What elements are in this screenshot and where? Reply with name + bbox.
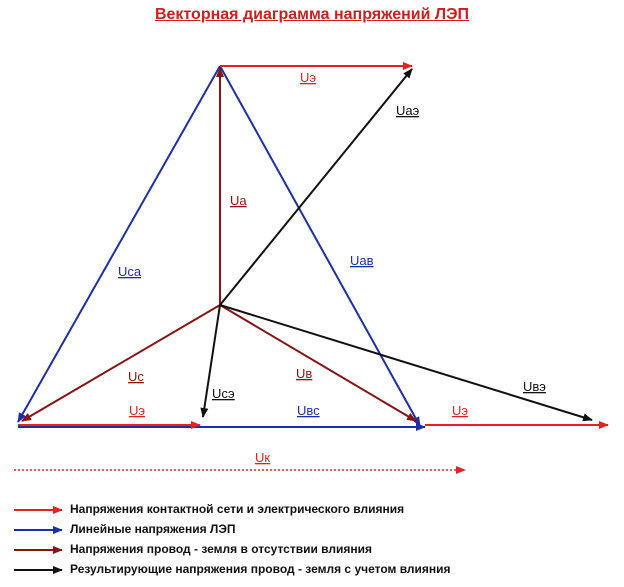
legend-label: Напряжения контактной сети и электрическ…: [70, 502, 405, 516]
label-ue-bottom-right: Uэ: [452, 403, 468, 418]
vector-diagram: Uэ Uаэ Uа Uса Uав Uс Uв Uсэ Uвэ Uэ Uвс U…: [14, 62, 609, 474]
label-ue-bottom-left: Uэ: [129, 403, 145, 418]
vector-uae: [219, 68, 413, 306]
label-uce: Uсэ: [212, 386, 235, 401]
label-ue-top: Uэ: [300, 70, 316, 85]
legend-arrow-darkred-icon: [14, 546, 63, 554]
label-uc: Uс: [128, 369, 144, 384]
vector-uab: [219, 65, 421, 427]
legend-arrow-black-icon: [14, 566, 63, 574]
legend-label: Результирующие напряжения провод - земля…: [70, 562, 451, 576]
legend-arrow-red-icon: [14, 506, 63, 514]
vector-uc: [21, 304, 221, 422]
legend-label: Напряжения провод - земля в отсутствии в…: [70, 542, 373, 556]
vector-uce: [200, 304, 221, 418]
legend-label: Линейные напряжения ЛЭП: [70, 522, 236, 536]
label-uk: Uк: [255, 450, 270, 465]
label-ube: Uвэ: [523, 379, 546, 394]
label-ubc: Uвс: [297, 403, 320, 418]
vector-ube: [219, 304, 593, 422]
label-uab: Uав: [350, 253, 374, 268]
diagram-title: Векторная диаграмма напряжений ЛЭП: [154, 6, 470, 23]
label-uae: Uаэ: [396, 103, 420, 118]
vector-uca: [17, 65, 221, 423]
label-ua: Uа: [230, 193, 247, 208]
legend-arrow-blue-icon: [14, 526, 63, 534]
vector-ub: [219, 304, 417, 422]
label-ub: Uв: [296, 366, 312, 381]
label-uca: Uса: [118, 264, 142, 279]
